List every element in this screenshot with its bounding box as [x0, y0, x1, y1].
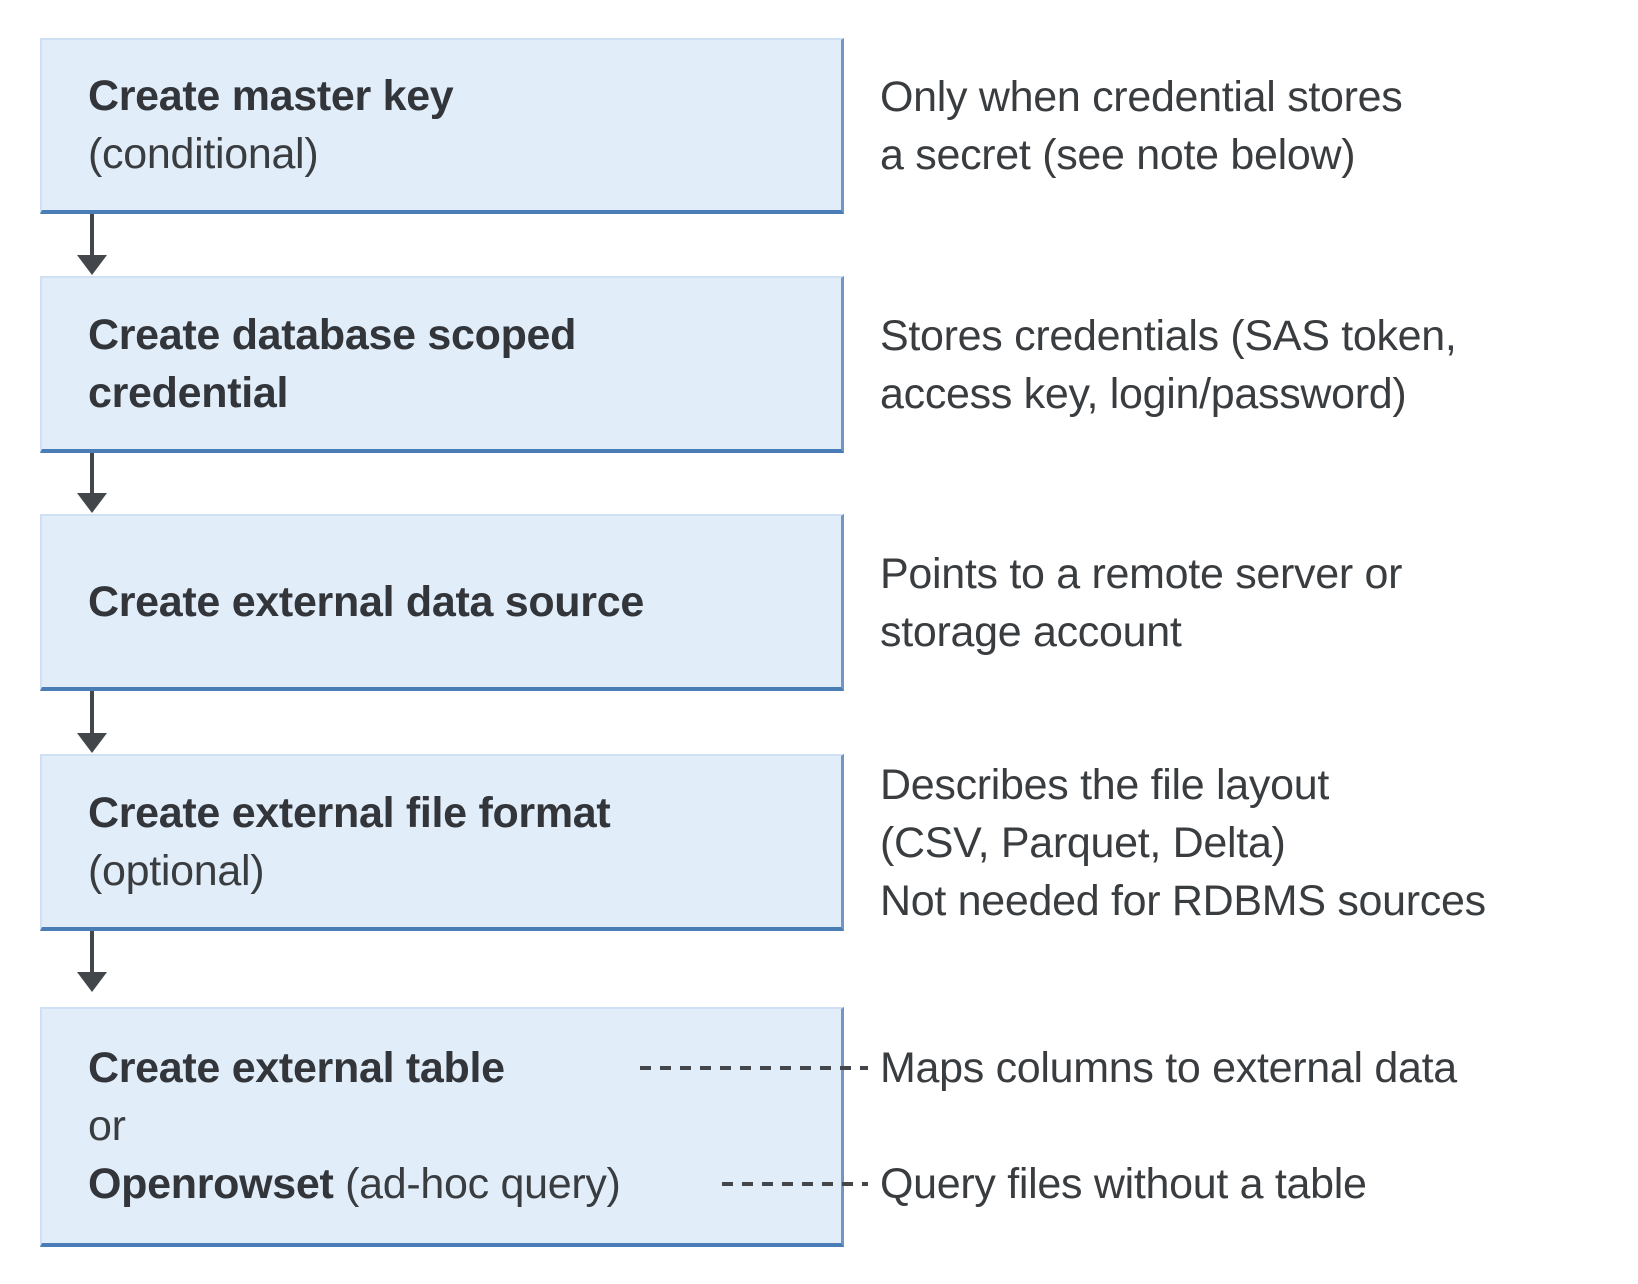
step-option-openrowset-line: Openrowset (ad-hoc query) [88, 1155, 841, 1213]
callout-maps-columns: Maps columns to external data [880, 1044, 1457, 1092]
annotation-line: Points to a remote server or [880, 549, 1403, 598]
flow-arrow [77, 691, 107, 753]
arrow-head-icon [77, 493, 107, 513]
step-conjunction: or [88, 1102, 126, 1150]
step-title-line2: credential [88, 368, 289, 417]
dashed-connector-external-table [640, 1066, 868, 1070]
flow-step-create-external-table-or-openrowset: Create external table or Openrowset (ad-… [40, 1007, 844, 1247]
annotation-line: storage account [880, 607, 1182, 656]
arrow-shaft [90, 931, 94, 976]
annotation-line: (CSV, Parquet, Delta) [880, 818, 1286, 867]
step-title-line1: Create database scoped [88, 310, 577, 359]
annotation-line: Not needed for RDBMS sources [880, 876, 1486, 925]
step-title: Create external data source [88, 577, 644, 626]
arrow-shaft [90, 691, 94, 737]
step-title: Create master key [88, 72, 454, 120]
step-option-openrowset: Openrowset [88, 1160, 334, 1208]
annotation-line: Describes the file layout [880, 760, 1329, 809]
arrow-head-icon [77, 733, 107, 753]
annotation-line: a secret (see note below) [880, 131, 1356, 179]
annotation-scoped-credential: Stores credentials (SAS token, access ke… [880, 276, 1457, 453]
arrow-head-icon [77, 972, 107, 992]
arrow-shaft [90, 214, 94, 259]
flow-step-create-external-data-source: Create external data source [40, 514, 844, 691]
arrow-shaft [90, 453, 94, 497]
flow-arrow [77, 214, 107, 275]
annotation-line: Only when credential stores [880, 73, 1403, 121]
step-qualifier: (conditional) [88, 130, 319, 178]
flow-step-create-external-file-format: Create external file format (optional) [40, 754, 844, 931]
step-title: Create external file format [88, 788, 611, 837]
flow-step-create-database-scoped-credential: Create database scoped credential [40, 276, 844, 453]
dashed-connector-openrowset [722, 1182, 868, 1186]
flow-arrow [77, 931, 107, 992]
step-option-openrowset-qualifier: (ad-hoc query) [333, 1160, 621, 1208]
step-qualifier: (optional) [88, 846, 265, 895]
annotation-master-key: Only when credential stores a secret (se… [880, 38, 1403, 214]
arrow-head-icon [77, 255, 107, 275]
callout-query-files: Query files without a table [880, 1160, 1367, 1208]
flow-arrow [77, 453, 107, 513]
annotation-line: access key, login/password) [880, 369, 1407, 418]
step-option-external-table: Create external table [88, 1044, 505, 1092]
annotation-line: Stores credentials (SAS token, [880, 311, 1457, 360]
annotation-file-format: Describes the file layout (CSV, Parquet,… [880, 754, 1486, 931]
annotation-data-source: Points to a remote server or storage acc… [880, 514, 1402, 691]
flow-step-create-master-key: Create master key (conditional) [40, 38, 844, 214]
